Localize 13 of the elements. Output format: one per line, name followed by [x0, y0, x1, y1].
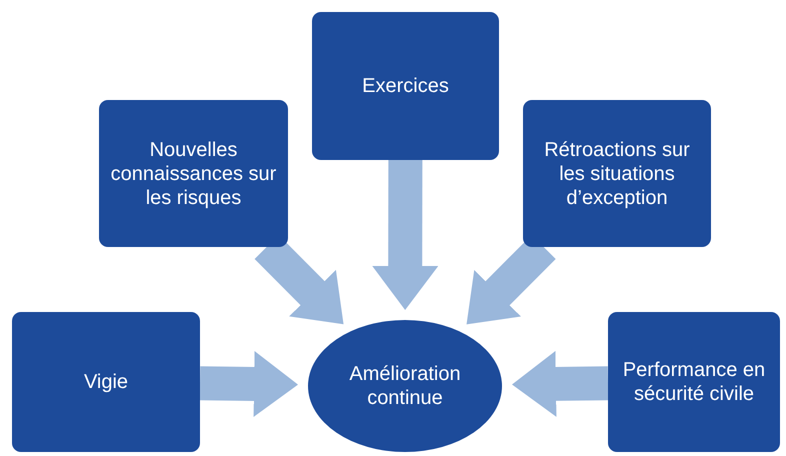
node-label: Vigie	[84, 370, 128, 394]
block-arrow	[200, 350, 298, 417]
block-arrow	[372, 160, 438, 310]
process-box	[12, 312, 200, 452]
node-label: Amélioration continue	[348, 362, 462, 410]
process-box	[523, 100, 711, 247]
node-label: Nouvelles connaissances sur les risques	[110, 138, 278, 210]
node-label: Rétroactions sur les situations d’exception	[543, 138, 691, 210]
process-box	[608, 312, 780, 452]
process-box	[99, 100, 288, 247]
node-label: Exercices	[362, 74, 449, 98]
node-label: Performance en sécurité civile	[622, 358, 766, 406]
process-box	[312, 12, 499, 160]
